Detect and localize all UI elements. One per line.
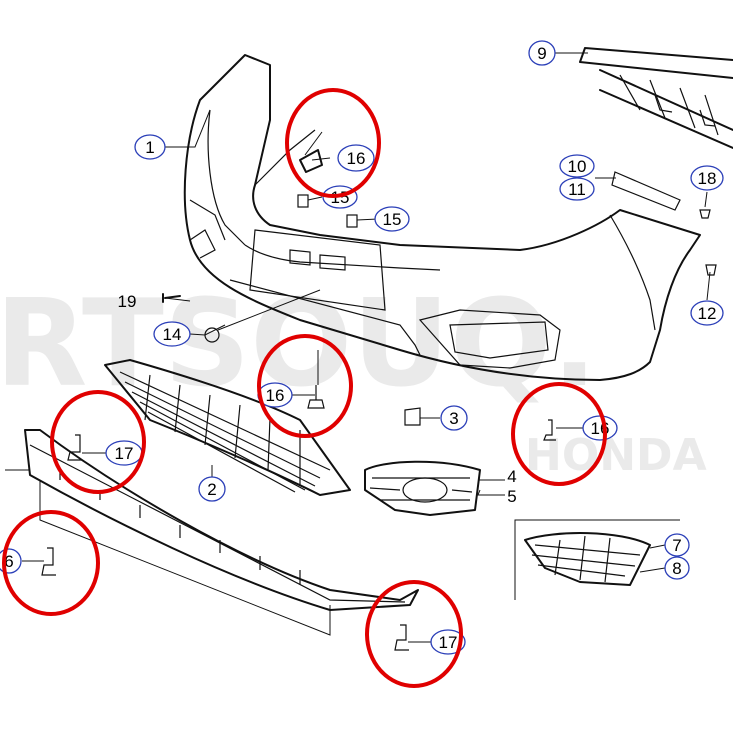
highlight-circle-right [511, 382, 607, 486]
callout-label: 5 [507, 487, 516, 506]
callout-11: 11 [559, 177, 595, 201]
highlight-circle-bottom-right [365, 580, 463, 688]
callout-label: 16 [347, 149, 366, 168]
callout-label: 16 [266, 386, 285, 405]
callout-8: 8 [664, 556, 690, 580]
callout-7: 7 [664, 533, 690, 557]
callout-label: 10 [568, 157, 587, 176]
callout-label: 6 [4, 552, 13, 571]
fasteners [41, 149, 717, 651]
callout-label: 12 [698, 304, 717, 323]
callout-2: 2 [198, 476, 226, 502]
callout-1: 1 [134, 134, 166, 160]
callout-3: 3 [440, 405, 468, 431]
callout-4: 4 [507, 467, 516, 486]
watermark-brand-text: HONDA [525, 430, 707, 481]
callout-label: 14 [163, 325, 182, 344]
highlight-circles [2, 88, 607, 688]
callout-label: 17 [115, 444, 134, 463]
callout-16-middle: 16 [257, 382, 293, 408]
callout-12: 12 [690, 300, 724, 326]
callout-15-lower: 15 [374, 206, 410, 232]
callout-label: 1 [145, 138, 154, 157]
callout-19: 19 [118, 292, 137, 311]
lower-grille [104, 359, 351, 496]
fog-garnish [364, 460, 481, 516]
callout-label: 8 [672, 559, 681, 578]
callout-label: 9 [537, 44, 546, 63]
callout-17-right: 17 [430, 629, 466, 655]
callout-label: 18 [698, 169, 717, 188]
callout-label: 19 [118, 292, 137, 311]
callout-9: 9 [528, 40, 556, 66]
highlight-circle-bottom-left [2, 510, 100, 616]
callout-14: 14 [153, 321, 191, 347]
callout-label: 11 [568, 180, 586, 199]
callout-label: 4 [507, 467, 516, 486]
callout-16-top: 16 [337, 144, 375, 172]
side-grille [514, 519, 680, 600]
highlight-circle-left [50, 390, 146, 494]
highlight-circle-middle [257, 334, 353, 438]
lower-lip [5, 429, 419, 636]
callout-5: 5 [507, 487, 516, 506]
callout-label: 17 [439, 633, 458, 652]
bumper-cover [183, 54, 701, 381]
callout-10: 10 [559, 154, 595, 178]
callout-label: 7 [672, 536, 681, 555]
bumper-beam [579, 47, 733, 149]
callout-16-right: 16 [582, 415, 618, 441]
callout-18: 18 [690, 165, 724, 191]
callout-17-left: 17 [105, 440, 143, 466]
callout-label: 3 [449, 409, 458, 428]
callout-label: 2 [207, 480, 216, 499]
highlight-circle-top [285, 88, 381, 198]
callout-label: 15 [383, 210, 402, 229]
